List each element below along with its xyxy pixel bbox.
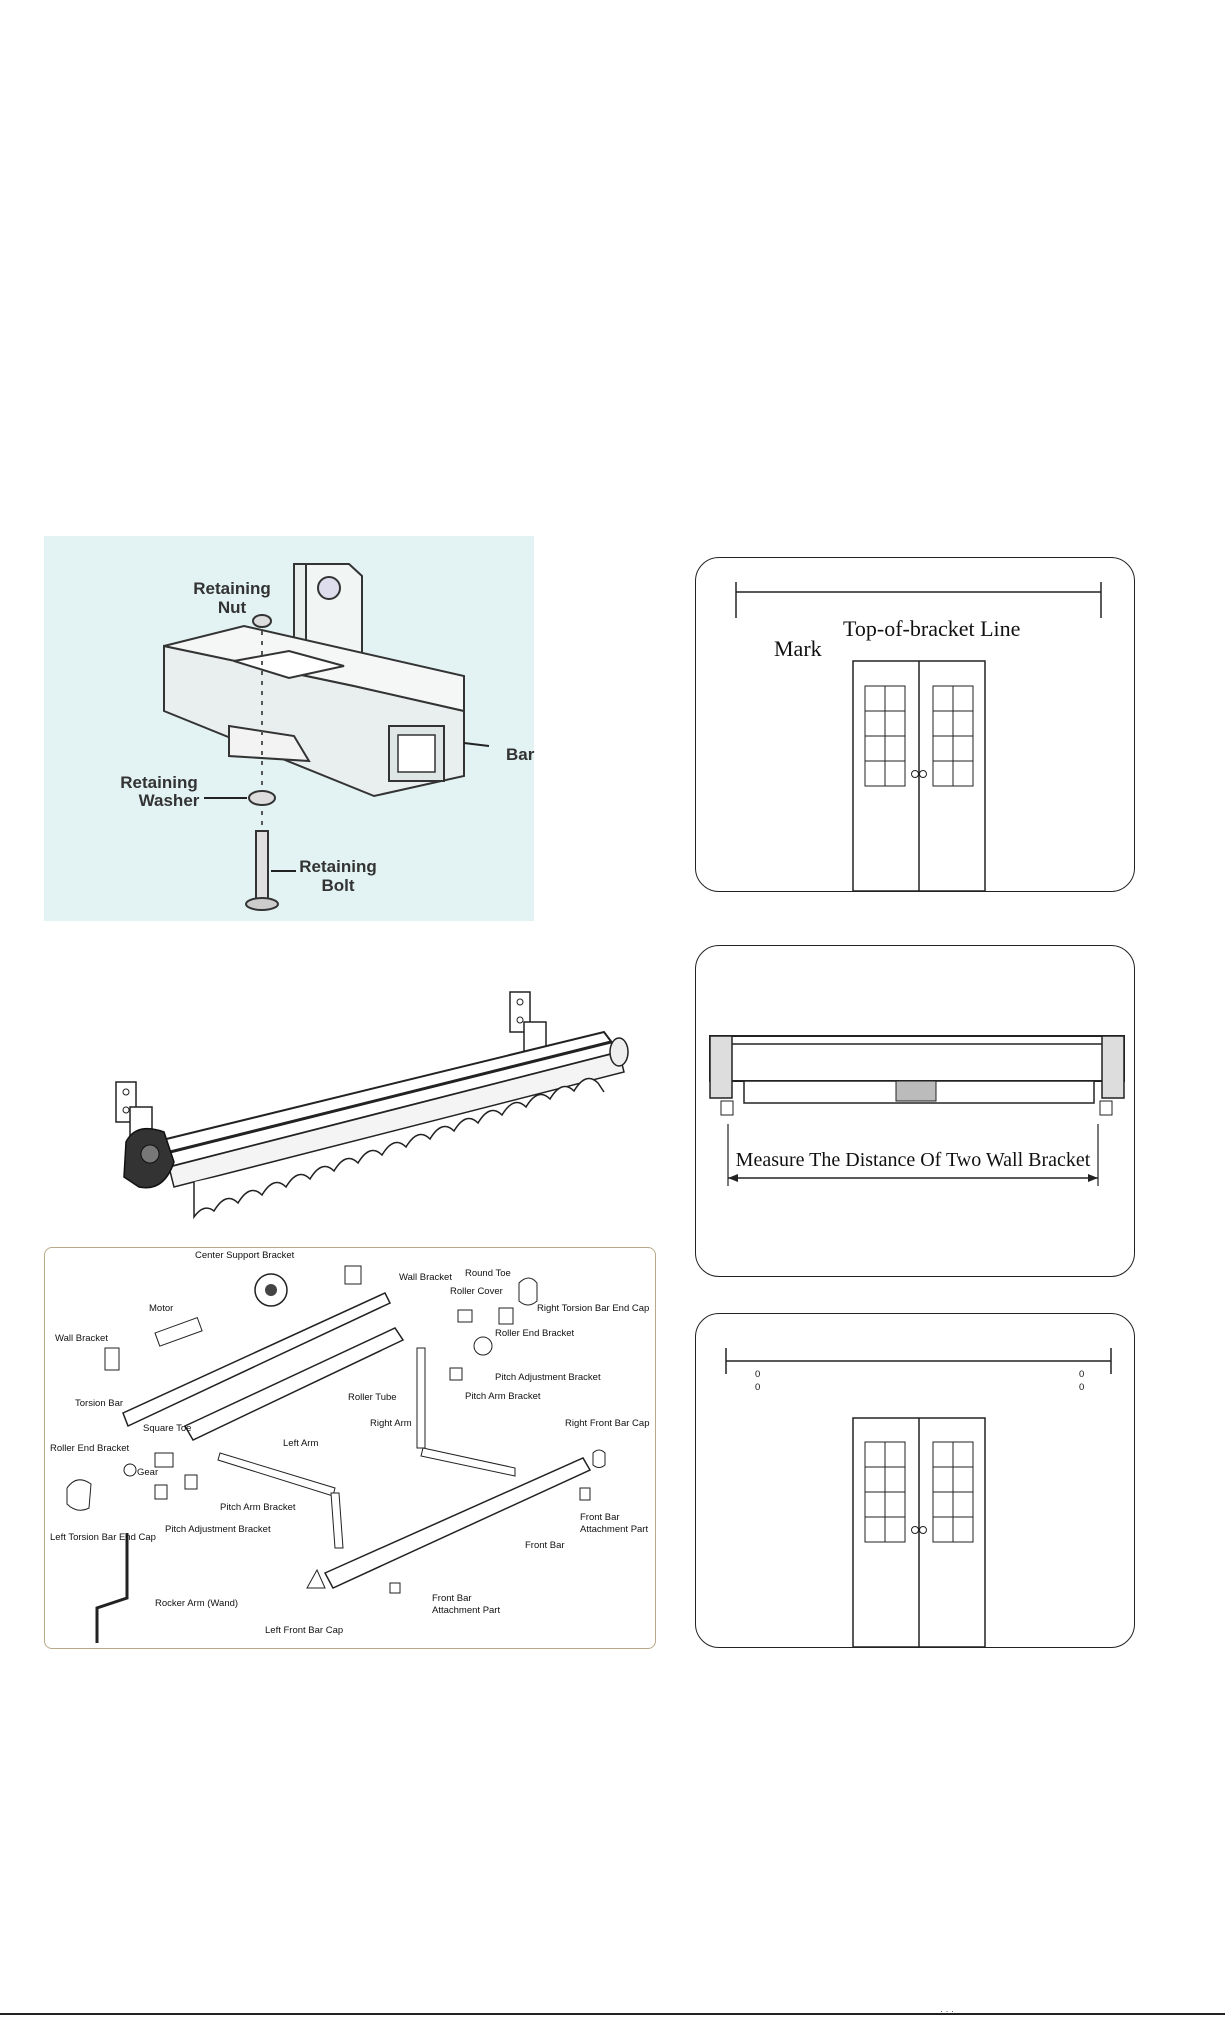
retaining-washer-label-2: Washer	[139, 791, 200, 810]
label-pitch-adjustment-bracket-right: Pitch Adjustment Bracket	[495, 1372, 601, 1383]
retaining-nut-label-1: Retaining	[193, 579, 270, 598]
label-left-arm: Left Arm	[283, 1438, 318, 1449]
measure-distance-diagram: Measure The Distance Of Two Wall Bracket	[695, 945, 1135, 1277]
label-roller-tube: Roller Tube	[348, 1392, 397, 1403]
label-roller-end-bracket-left: Roller End Bracket	[50, 1443, 130, 1454]
label-front-bar-attachment-bottom-2: Attachment Part	[432, 1605, 500, 1616]
measure-distance-drawing: Measure The Distance Of Two Wall Bracket	[709, 1035, 1125, 1186]
label-square-toe: Square Toe	[143, 1423, 191, 1434]
awning-drawing	[115, 991, 629, 1220]
retaining-washer-label-1: Retaining	[120, 773, 197, 792]
bottom-rule	[0, 2013, 1225, 2015]
hardware-illustration: Retaining Nut Bar Retaining Washer Retai…	[120, 563, 535, 911]
label-front-bar-attachment-right-1: Front Bar	[580, 1512, 620, 1523]
label-right-torsion-bar-end-cap: Right Torsion Bar End Cap	[537, 1303, 649, 1314]
retaining-bolt-label-2: Bolt	[321, 876, 354, 895]
label-pitch-arm-bracket-right: Pitch Arm Bracket	[465, 1391, 541, 1402]
measure-caption: Measure The Distance Of Two Wall Bracket	[736, 1149, 1091, 1171]
bar-label: Bar	[506, 745, 535, 764]
drill-holes-drawing: 0 0 0 0	[725, 1348, 1112, 1648]
mark-label: Mark	[774, 636, 822, 661]
label-round-toe: Round Toe	[465, 1268, 511, 1279]
hole-mark-right-2: 0	[1079, 1382, 1084, 1393]
label-motor: Motor	[149, 1303, 173, 1314]
retaining-nut-label-2: Nut	[218, 598, 247, 617]
parts-drawing: Center Support Bracket Wall Bracket Roun…	[50, 1250, 649, 1643]
label-right-front-bar-cap: Right Front Bar Cap	[565, 1418, 649, 1429]
drill-holes-diagram: 0 0 0 0	[695, 1313, 1135, 1648]
label-rocker-arm: Rocker Arm (Wand)	[155, 1598, 238, 1609]
mark-line-diagram: Mark Top-of-bracket Line	[695, 557, 1135, 892]
label-center-support-bracket: Center Support Bracket	[195, 1250, 295, 1261]
retaining-bolt-label-1: Retaining	[299, 857, 376, 876]
footer-text: · · ·	[940, 2006, 954, 2016]
exploded-parts-diagram: Center Support Bracket Wall Bracket Roun…	[44, 1247, 656, 1649]
label-roller-end-bracket-right: Roller End Bracket	[495, 1328, 575, 1339]
hole-mark-right-1: 0	[1079, 1369, 1084, 1380]
label-pitch-arm-bracket-left: Pitch Arm Bracket	[220, 1502, 296, 1513]
awning-assembly-illustration	[44, 982, 658, 1220]
hardware-diagram: Retaining Nut Bar Retaining Washer Retai…	[44, 536, 535, 921]
label-pitch-adjustment-bracket-left: Pitch Adjustment Bracket	[165, 1524, 271, 1535]
hole-mark-left-2: 0	[755, 1382, 760, 1393]
label-wall-bracket-left: Wall Bracket	[55, 1333, 108, 1344]
label-torsion-bar: Torsion Bar	[75, 1398, 123, 1409]
top-of-bracket-line-label: Top-of-bracket Line	[843, 616, 1020, 641]
label-front-bar-attachment-right-2: Attachment Part	[580, 1524, 648, 1535]
label-front-bar-attachment-bottom-1: Front Bar	[432, 1593, 472, 1604]
label-gear: Gear	[137, 1467, 158, 1478]
hole-mark-left-1: 0	[755, 1369, 760, 1380]
label-right-arm: Right Arm	[370, 1418, 412, 1429]
label-wall-bracket-top: Wall Bracket	[399, 1272, 452, 1283]
mark-line-drawing: Mark Top-of-bracket Line	[735, 582, 1102, 892]
label-left-front-bar-cap: Left Front Bar Cap	[265, 1625, 343, 1636]
label-left-torsion-bar-end-cap: Left Torsion Bar End Cap	[50, 1532, 156, 1543]
label-front-bar: Front Bar	[525, 1540, 565, 1551]
label-roller-cover: Roller Cover	[450, 1286, 503, 1297]
